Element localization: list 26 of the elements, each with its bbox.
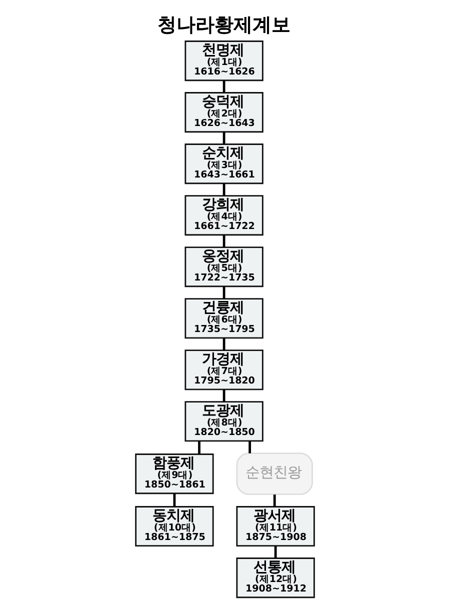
connector bbox=[222, 338, 226, 350]
node-box: 건륭제 (제6대) 1735~1795 bbox=[184, 298, 264, 339]
node-box: 도광제 (제8대) 1820~1850 bbox=[184, 401, 264, 442]
connector bbox=[198, 441, 200, 454]
connector bbox=[222, 132, 226, 144]
connector bbox=[274, 546, 277, 558]
node-box: 광서제 (제11대) 1875~1908 bbox=[236, 506, 315, 547]
connector bbox=[273, 494, 276, 507]
node-box: 함풍제 (제9대) 1850~1861 bbox=[135, 454, 214, 494]
diagram-title: 청나라황제계보 bbox=[157, 14, 290, 36]
node-box: 숭덕제 (제2대) 1626~1643 bbox=[184, 92, 264, 133]
node-box: 동치제 (제10대) 1861~1875 bbox=[135, 506, 214, 547]
node-box: 순현친왕 bbox=[236, 452, 313, 496]
connector bbox=[222, 235, 226, 248]
connector bbox=[222, 390, 226, 402]
node-box: 선통제 (제12대) 1908~1912 bbox=[236, 558, 315, 598]
connector bbox=[173, 494, 176, 506]
connector bbox=[248, 441, 251, 454]
node-box: 가경제 (제7대) 1795~1820 bbox=[184, 350, 264, 390]
connector bbox=[222, 286, 226, 299]
connector bbox=[222, 80, 226, 93]
node-box: 천명제 (제1대) 1616~1626 bbox=[184, 40, 264, 82]
node-box: 옹정제 (제5대) 1722~1735 bbox=[184, 246, 264, 288]
node-box: 순치제 (제3대) 1643~1661 bbox=[184, 144, 264, 184]
connector bbox=[222, 184, 226, 196]
node-box: 강희제 (제4대) 1661~1722 bbox=[184, 195, 264, 236]
